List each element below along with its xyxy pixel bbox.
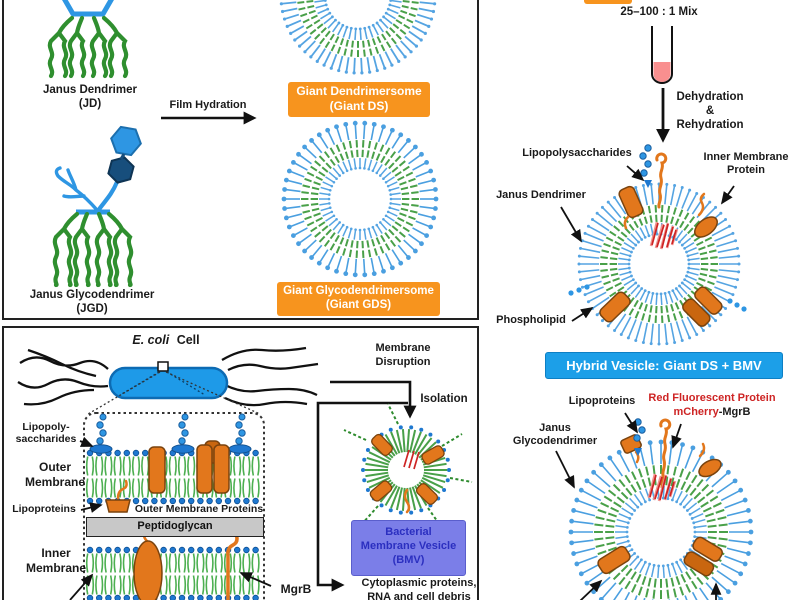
- mcherry-mgrb-label: mCherry-MgrB: [673, 406, 751, 418]
- mcherry-protein-icon: [649, 221, 679, 250]
- jgd-label: Janus Glycodendrimer(JGD): [29, 289, 155, 315]
- lps-inset-label: Lipopoly-saccharides: [15, 421, 77, 445]
- jd-label: Janus Dendrimer(JD): [43, 84, 137, 110]
- mcherry-protein-icon: [647, 473, 677, 502]
- lipoproteins-inset-label: Lipoproteins: [12, 503, 76, 515]
- ecoli-title: E. coli Cell: [132, 333, 200, 347]
- cylinder-protein-icon: [597, 545, 631, 575]
- lps-chain-icon: [639, 144, 652, 188]
- phospholipid-label: Phospholipid: [496, 314, 566, 326]
- debris-label: Cytoplasmic proteins,RNA and cell debris: [361, 577, 477, 600]
- mix-box-remnant: [584, 0, 632, 4]
- isolation-label: Isolation: [420, 393, 468, 405]
- lps-chain-icon: [633, 418, 646, 456]
- film-hydration-label: Film Hydration: [169, 99, 247, 111]
- hybrid-vesicle-banner: Hybrid Vesicle: Giant DS + BMV: [545, 352, 783, 379]
- dehydration-label: Dehydration&Rehydration: [676, 91, 744, 131]
- top-left-panel-border: [2, 0, 479, 320]
- lipoproteins-label: Lipoproteins: [568, 395, 636, 407]
- cylinder-protein-icon: [599, 291, 631, 323]
- peptidoglycan-bar: Peptidoglycan: [86, 517, 264, 537]
- outer-membrane-protein-icon: [618, 185, 644, 219]
- giant-gds-label: Giant Glycodendrimersome(Giant GDS): [277, 282, 440, 316]
- rfp-label: Red Fluorescent Protein: [648, 392, 776, 404]
- giant-ds-label: Giant Dendrimersome(Giant DS): [288, 82, 430, 117]
- mgrb-label: MgrB: [280, 582, 312, 596]
- mgrb-anchor-icon: [655, 152, 668, 209]
- lps-label: Lipopolysaccharides: [522, 147, 632, 159]
- lipoprotein-icon: [620, 434, 642, 454]
- double-barrel-protein-icon: [682, 286, 723, 327]
- glyco-bead-chain-icon: [568, 284, 747, 312]
- double-barrel-protein-icon: [683, 536, 723, 577]
- mix-ratio-label: 25–100 : 1 Mix: [620, 6, 698, 18]
- mix-test-tube: [651, 26, 673, 84]
- bottom-left-panel-border: [2, 326, 479, 600]
- janus-dendrimer-label: Janus Dendrimer: [496, 189, 586, 201]
- inner-membrane-protein-icon: [698, 458, 722, 478]
- mgrb-anchor-icon: [659, 418, 672, 489]
- inner-membrane-protein-icon: [694, 216, 718, 238]
- omp-label: Outer Membrane Proteins: [134, 503, 264, 515]
